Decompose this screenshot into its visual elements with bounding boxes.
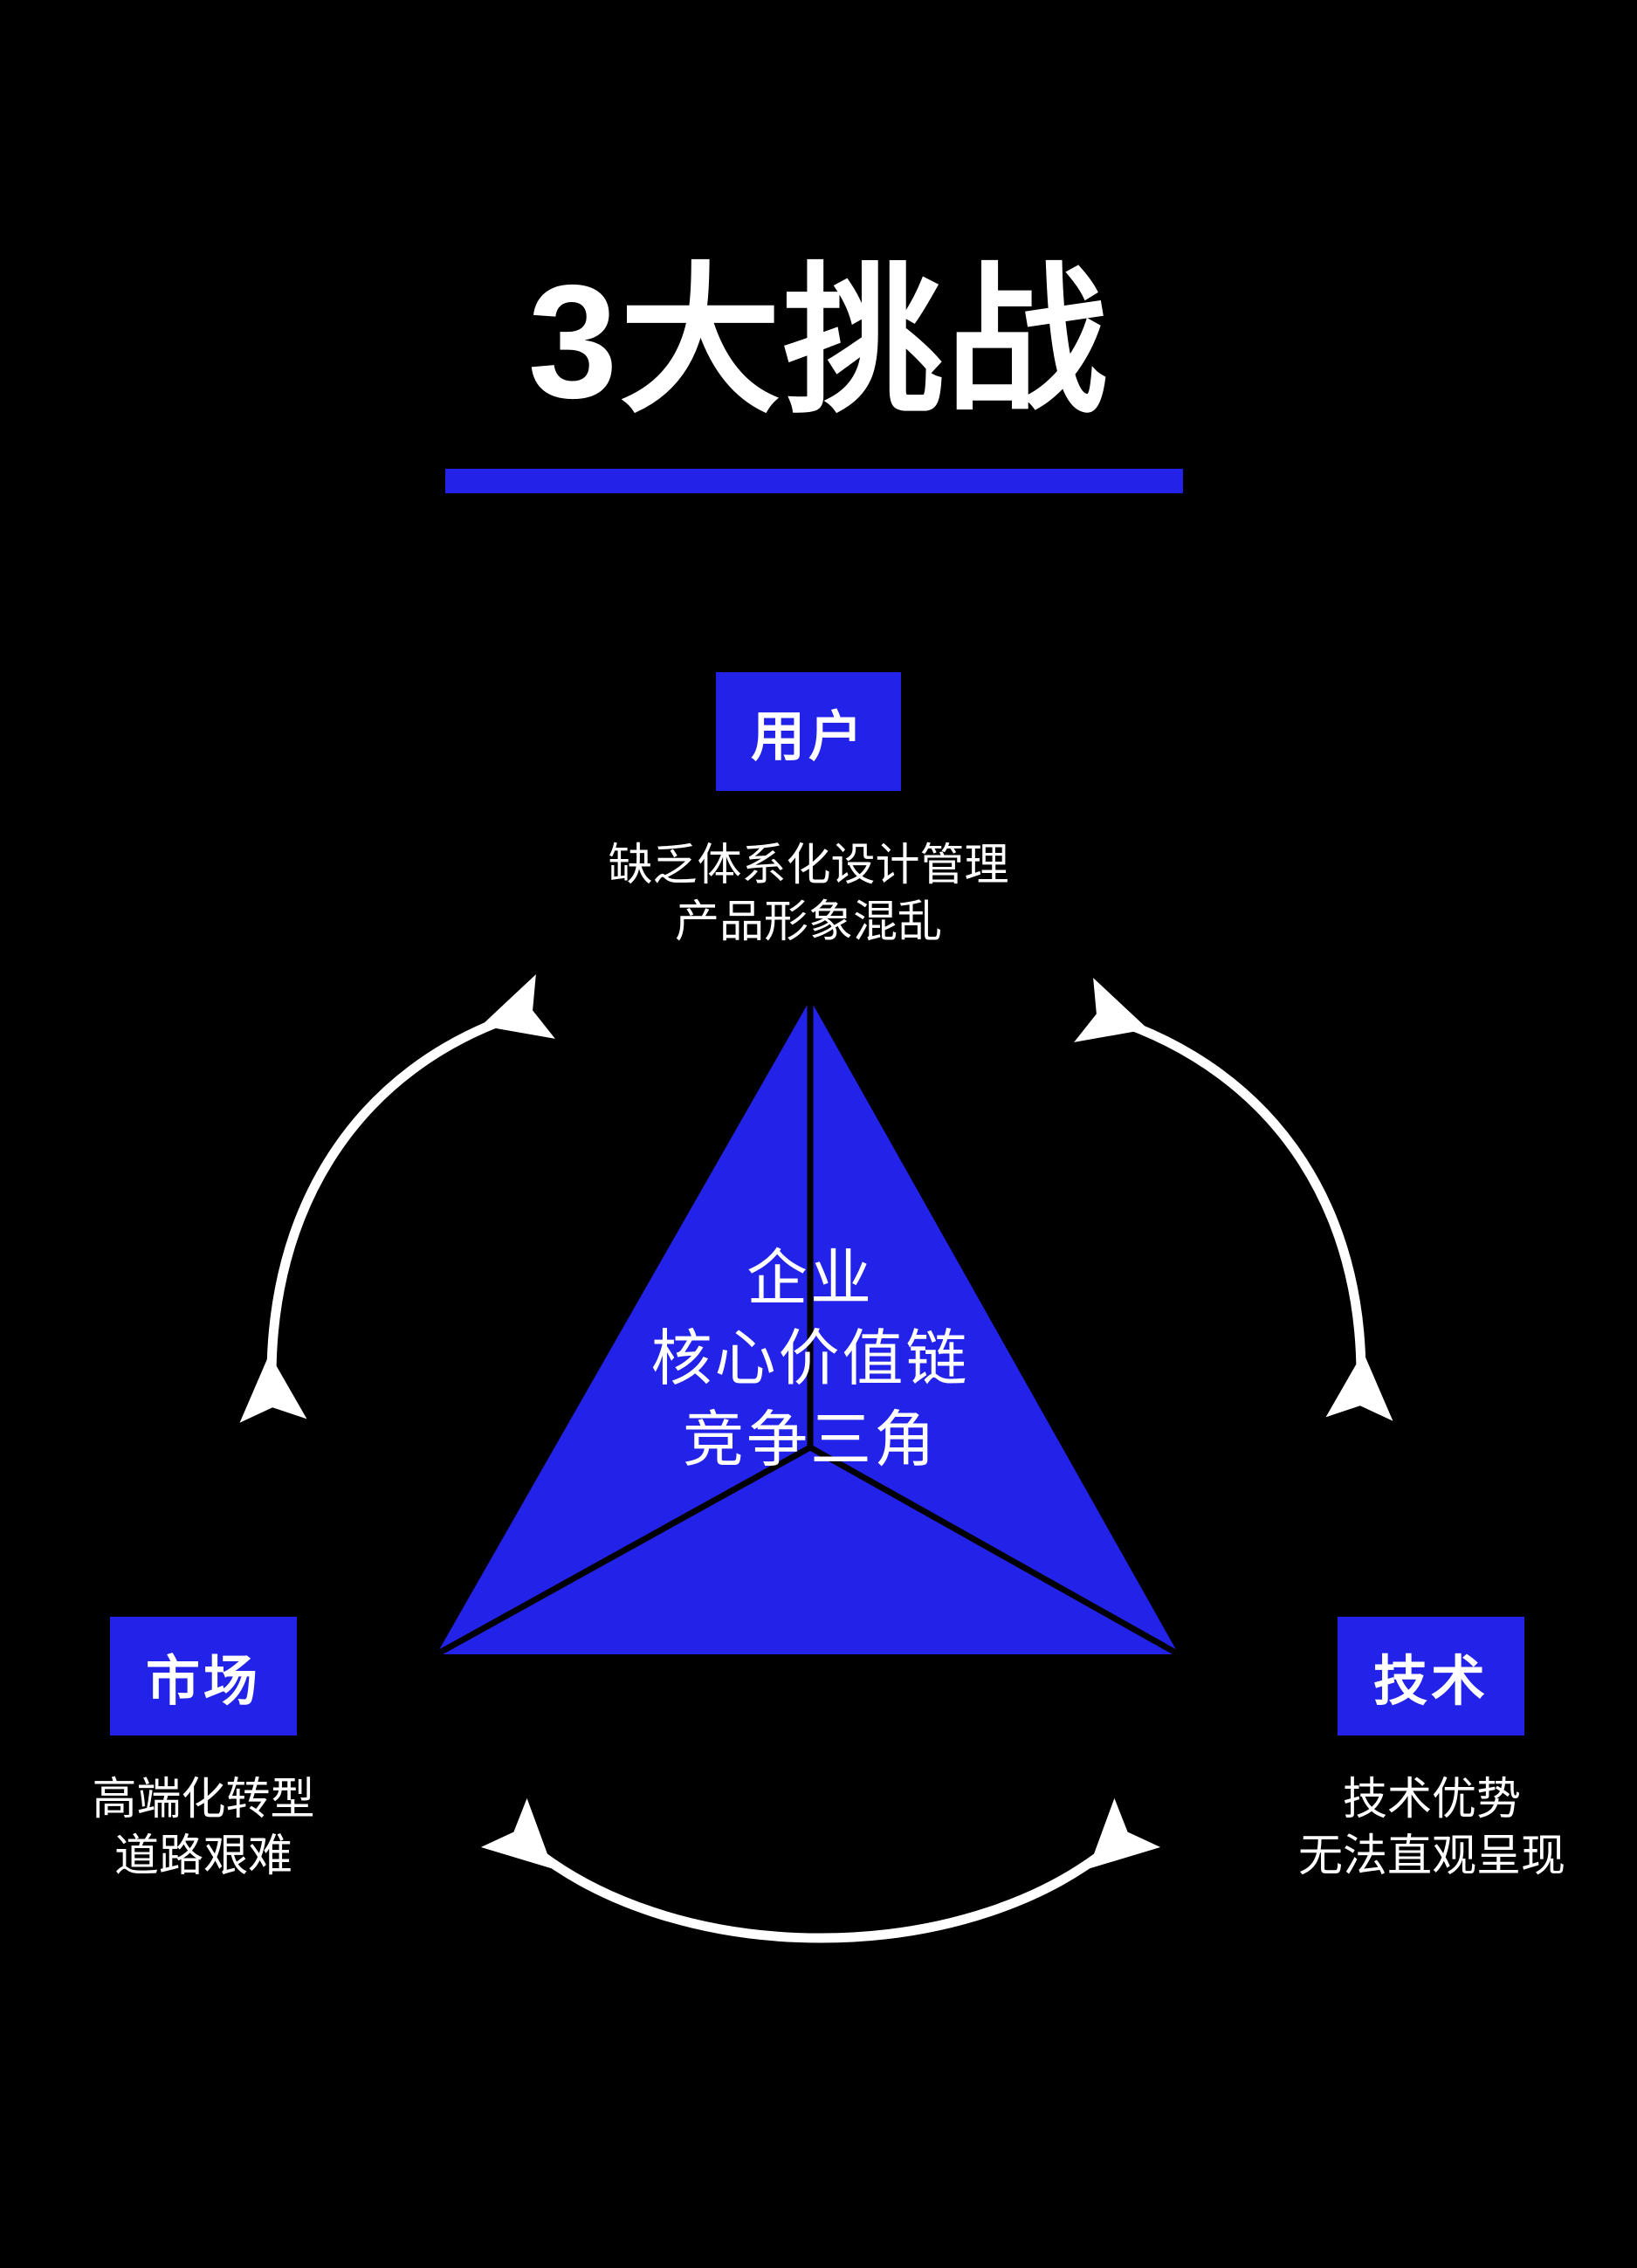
market-user-arc-icon (239, 974, 555, 1423)
page-title: 3大挑战 (527, 252, 1110, 432)
node-desc-tech: 技术优势 无法直观呈现 (1170, 1770, 1637, 1885)
node-chip-market-label: 市场 (145, 1652, 261, 1712)
node-chip-tech[interactable]: 技术 (1338, 1617, 1524, 1735)
node-chip-market[interactable]: 市场 (110, 1617, 297, 1735)
node-desc-tech-line-1: 技术优势 (1342, 1774, 1521, 1824)
node-desc-market-line-1: 高端化转型 (92, 1774, 315, 1824)
node-desc-market: 高端化转型 道路艰难 (0, 1770, 465, 1885)
node-chip-user-label: 用户 (750, 707, 866, 767)
node-desc-user: 缺乏体系化设计管理 产品形象混乱 (547, 836, 1070, 951)
title-block: 3大挑战 (0, 262, 1637, 423)
node-desc-market-line-2: 道路艰难 (113, 1831, 292, 1881)
node-chip-tech-label: 技术 (1372, 1652, 1489, 1712)
user-tech-arc-icon (1074, 978, 1393, 1421)
node-chip-user[interactable]: 用户 (716, 672, 901, 791)
node-desc-user-line-2: 产品形象混乱 (674, 897, 942, 947)
market-tech-arc-icon (480, 1797, 1161, 1943)
node-desc-tech-line-2: 无法直观呈现 (1297, 1831, 1565, 1881)
title-underline-bar (445, 469, 1183, 493)
triangle-median-lines (435, 1000, 1180, 1658)
node-desc-user-line-1: 缺乏体系化设计管理 (608, 840, 1009, 890)
